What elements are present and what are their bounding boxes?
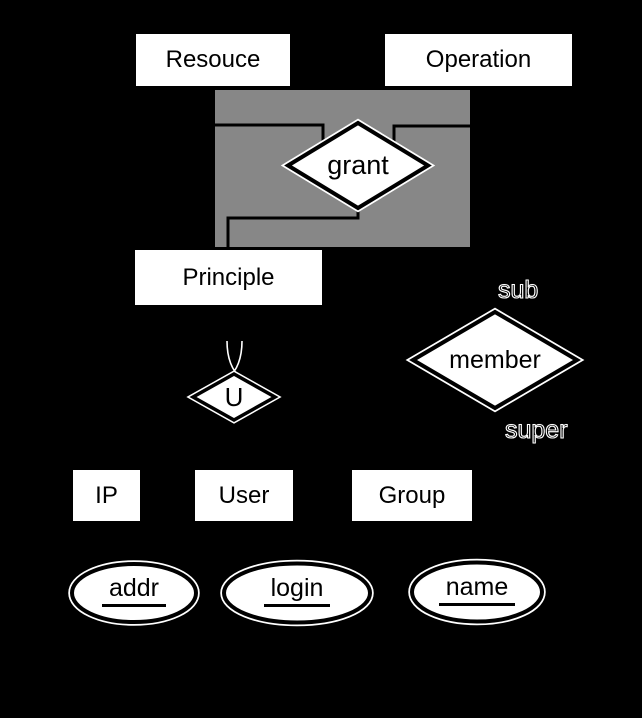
login-ellipse-shape <box>222 561 372 625</box>
ip-entity-label: IP <box>95 481 118 509</box>
name-attribute-label-box: name <box>411 560 543 620</box>
operation-entity-label: Operation <box>425 46 532 73</box>
login-attribute-ellipse <box>220 559 374 627</box>
addr-attribute-label: addr <box>101 575 167 607</box>
grant-diamond <box>280 118 436 213</box>
operation-entity: Operation <box>385 34 572 86</box>
user-entity: User <box>195 470 293 521</box>
login-attribute-label-box: login <box>223 561 371 621</box>
operation-grant-connector <box>392 124 470 143</box>
name-attribute-ellipse <box>408 558 546 626</box>
addr-attribute-ellipse <box>68 560 200 626</box>
addr-attribute-label-box: addr <box>71 561 197 621</box>
group-entity: Group <box>352 470 472 521</box>
addr-ellipse-shape <box>70 562 198 624</box>
name-attribute-label: name <box>438 574 516 606</box>
member-diamond-shape <box>409 309 581 411</box>
name-ellipse-shape <box>410 560 544 624</box>
login-attribute-label: login <box>263 575 331 607</box>
group-entity-label: Group <box>378 481 446 509</box>
sub-role-label: sub <box>497 276 539 304</box>
super-role-label: super <box>504 416 568 444</box>
union-diamond <box>186 370 282 424</box>
resource-entity-label: Resouce <box>165 46 261 73</box>
principle-entity: Principle <box>135 250 322 305</box>
ip-entity: IP <box>73 470 140 521</box>
union-diamond-shape <box>189 371 279 423</box>
grant-diamond-shape <box>284 120 432 211</box>
user-entity-label: User <box>218 481 270 509</box>
principle-entity-label: Principle <box>182 263 275 291</box>
resource-entity: Resouce <box>136 34 290 86</box>
resource-grant-connector <box>215 123 325 147</box>
member-diamond <box>405 307 585 413</box>
